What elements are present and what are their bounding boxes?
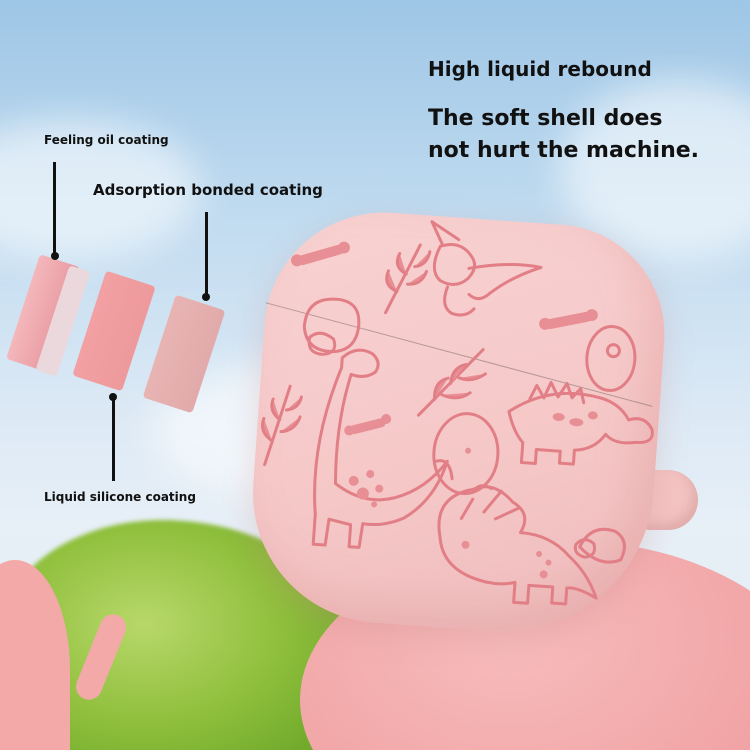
cloud <box>0 120 200 260</box>
label-feeling-oil-coating: Feeling oil coating <box>44 133 169 147</box>
leader-line <box>53 162 56 254</box>
label-liquid-silicone-coating: Liquid silicone coating <box>44 490 196 504</box>
headline-subtitle-line2: not hurt the machine. <box>428 138 700 163</box>
leader-line <box>205 212 208 296</box>
earbud-case <box>244 204 672 642</box>
leader-line <box>112 397 115 481</box>
dinosaur-pattern-icon <box>261 220 654 606</box>
headline-title: High liquid rebound <box>428 57 652 81</box>
leader-dot <box>202 293 210 301</box>
label-adsorption-bonded-coating: Adsorption bonded coating <box>93 181 323 199</box>
leader-dot <box>51 252 59 260</box>
headline-subtitle-line1: The soft shell does <box>428 106 663 131</box>
